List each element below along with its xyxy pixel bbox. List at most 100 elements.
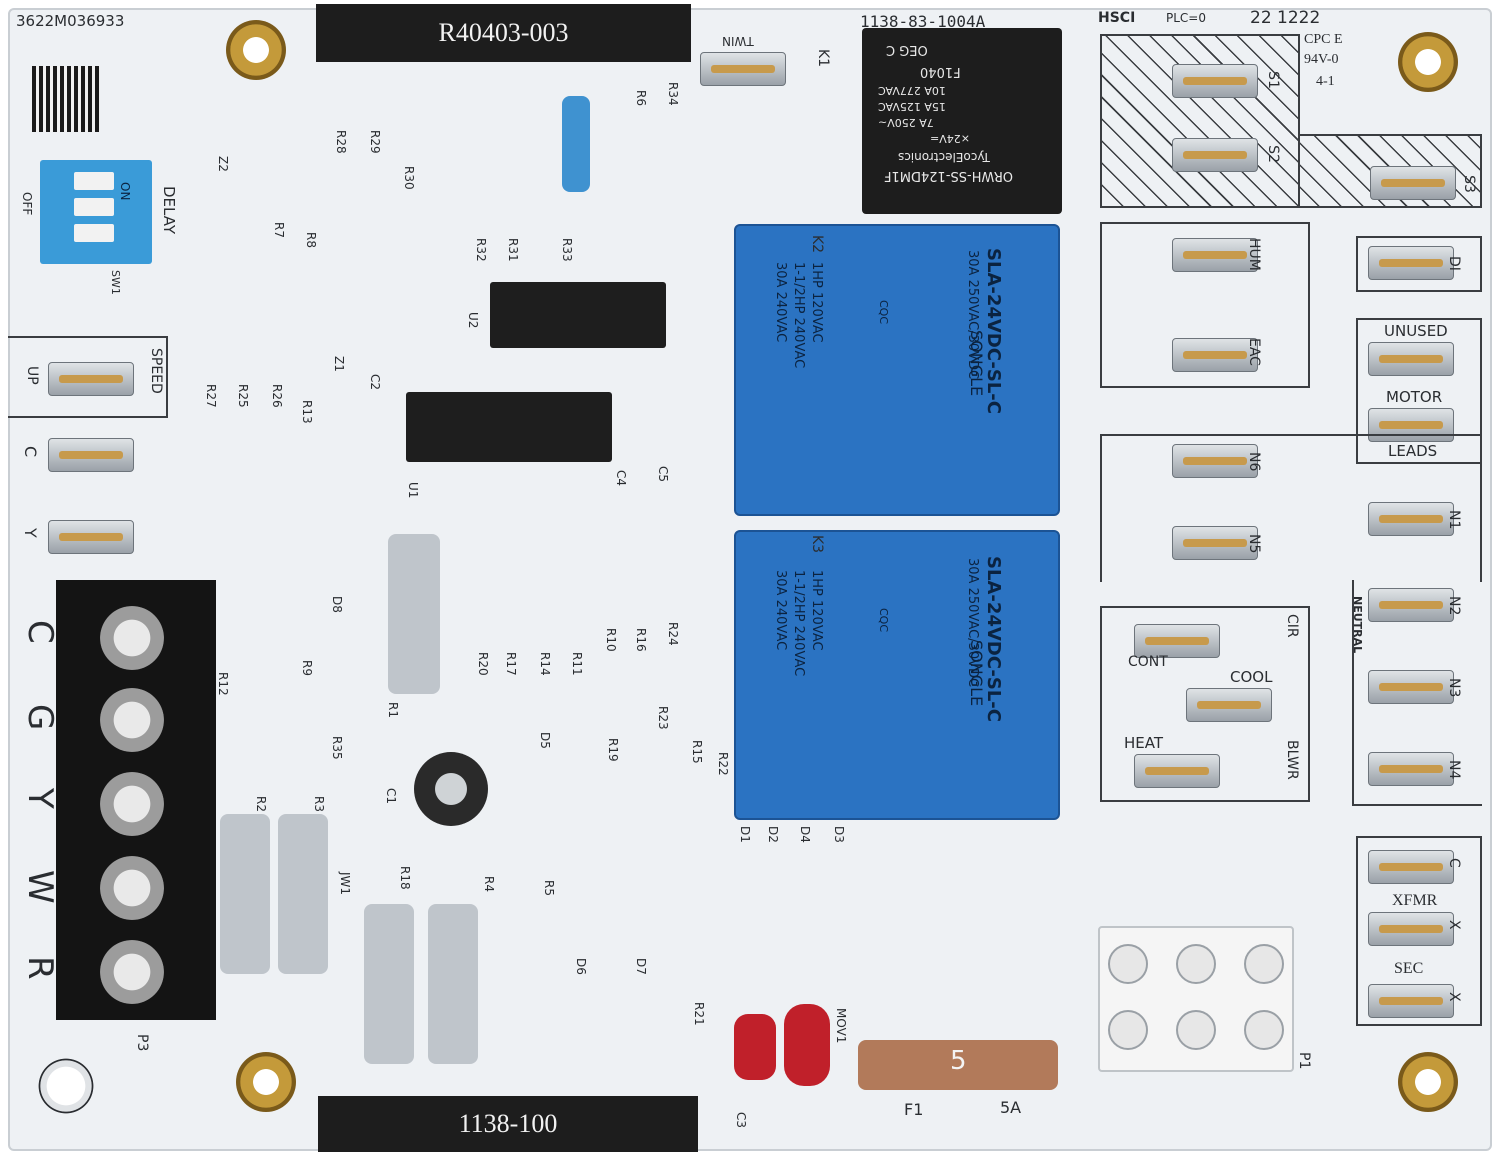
relay-k2-r2: 1HP 120VAC (809, 262, 824, 343)
label-d7: D7 (634, 958, 648, 975)
p1-pin-2 (1176, 944, 1216, 984)
cpc-label: CPC E (1304, 32, 1343, 47)
n6-label: N6 (1246, 452, 1262, 472)
label-r4: R4 (482, 876, 496, 892)
f1-label: F1 (904, 1100, 924, 1119)
relay-k1 (862, 28, 1062, 214)
resistor-r18 (364, 904, 414, 1064)
fuse-f1[interactable] (858, 1040, 1058, 1090)
label-r22: R22 (716, 752, 730, 776)
terminal-c-left[interactable] (48, 438, 134, 472)
terminal-s1[interactable] (1172, 64, 1258, 98)
resistor-r1 (388, 534, 440, 694)
label-c5: C5 (656, 466, 670, 483)
u1-label: U1 (406, 482, 420, 499)
screw-g[interactable] (100, 688, 164, 752)
fuse-rating-label: 5A (1000, 1098, 1022, 1117)
label-r34: R34 (666, 82, 680, 106)
terminal-s2[interactable] (1172, 138, 1258, 172)
relay-k3-r2: 1HP 120VAC (809, 570, 824, 651)
screw-r[interactable] (100, 940, 164, 1004)
terminal-unused-1[interactable] (1368, 342, 1454, 376)
terminal-cool[interactable] (1186, 688, 1272, 722)
twin-label: TWIN (722, 34, 754, 48)
speed-terminal-box (8, 336, 168, 418)
screw-w[interactable] (100, 856, 164, 920)
c-xfmr-label: C (1446, 858, 1462, 868)
label-r5: R5 (542, 880, 556, 896)
dip-toggle-3[interactable] (74, 224, 114, 242)
terminal-n4[interactable] (1368, 752, 1454, 786)
label-c4: C4 (614, 470, 628, 487)
relay-k2-brand: SONGLE (967, 330, 986, 397)
twin-terminal[interactable] (700, 52, 786, 86)
label-r23: R23 (656, 706, 670, 730)
dip-toggle-2[interactable] (74, 198, 114, 216)
label-r17: R17 (504, 652, 518, 676)
label-r25: R25 (236, 384, 250, 408)
terminal-unused-2[interactable] (1368, 408, 1454, 442)
terminal-x1[interactable] (1368, 912, 1454, 946)
terminal-c-xfmr[interactable] (1368, 850, 1454, 884)
label-r3: R3 (312, 796, 326, 812)
label-d4: D4 (798, 826, 812, 843)
label-d6: D6 (574, 958, 588, 975)
p1-label: P1 (1296, 1052, 1312, 1070)
terminal-di[interactable] (1368, 246, 1454, 280)
terminal-label-y: Y (20, 788, 60, 809)
terminal-n2[interactable] (1368, 588, 1454, 622)
relay-k2-model: SLA-24VDC-SL-C (983, 248, 1004, 414)
terminal-heat[interactable] (1134, 754, 1220, 788)
rating-label: 94V-0 (1304, 52, 1339, 67)
y-left-label: Y (21, 528, 40, 538)
label-d1: D1 (738, 826, 752, 843)
label-z2: Z2 (216, 156, 230, 172)
capacitor-c3 (734, 1014, 776, 1080)
terminal-eac[interactable] (1172, 338, 1258, 372)
label-r1: R1 (386, 702, 400, 718)
p1-pin-4 (1108, 1010, 1148, 1050)
label-d5: D5 (538, 732, 552, 749)
terminal-hum[interactable] (1172, 238, 1258, 272)
resistor-r2 (220, 814, 270, 974)
screw-y[interactable] (100, 772, 164, 836)
relay-k1-line1: ⨯24V= (930, 132, 970, 145)
fuse-mark: 5 (950, 1046, 967, 1076)
plc-label: PLC=0 (1166, 11, 1206, 25)
s3-label: S3 (1460, 175, 1477, 193)
sw1-label: SW1 (109, 270, 122, 295)
terminal-n3[interactable] (1368, 670, 1454, 704)
x2-label: X (1446, 992, 1462, 1002)
relay-k1-line2: 7A 250V~ (878, 116, 934, 129)
x1-label: X (1446, 920, 1462, 930)
c3-label: C3 (734, 1112, 748, 1129)
terminal-s3[interactable] (1370, 166, 1456, 200)
terminal-speed-up[interactable] (48, 362, 134, 396)
terminal-n1[interactable] (1368, 502, 1454, 536)
mov1-label: MOV1 (834, 1008, 848, 1044)
ic-u1 (406, 392, 612, 462)
k3-label: K3 (809, 534, 826, 554)
relay-k2-r4: 30A 240VAC (773, 262, 788, 343)
dip-toggle-1[interactable] (74, 172, 114, 190)
terminal-label-r: R (20, 956, 60, 980)
relay-k1-line4: 10A 277VAC (878, 84, 946, 97)
terminal-label-w: W (20, 870, 60, 904)
c1-label: C1 (384, 788, 398, 805)
motor-label: MOTOR (1386, 388, 1443, 406)
terminal-n6[interactable] (1172, 444, 1258, 478)
screw-c[interactable] (100, 606, 164, 670)
terminal-y-left[interactable] (48, 520, 134, 554)
leads-label: LEADS (1388, 442, 1438, 460)
label-r19: R19 (606, 738, 620, 762)
cont-label: CONT (1128, 654, 1168, 670)
terminal-x2[interactable] (1368, 984, 1454, 1018)
terminal-cir[interactable] (1134, 624, 1220, 658)
p3-label: P3 (134, 1034, 150, 1052)
label-r20: R20 (476, 652, 490, 676)
terminal-n5[interactable] (1172, 526, 1258, 560)
label-r7: R7 (272, 222, 286, 238)
relay-k3-r3: 1-1/2HP 240VAC (791, 570, 806, 677)
xfmr-label: XFMR (1392, 892, 1438, 909)
p1-pin-1 (1108, 944, 1148, 984)
